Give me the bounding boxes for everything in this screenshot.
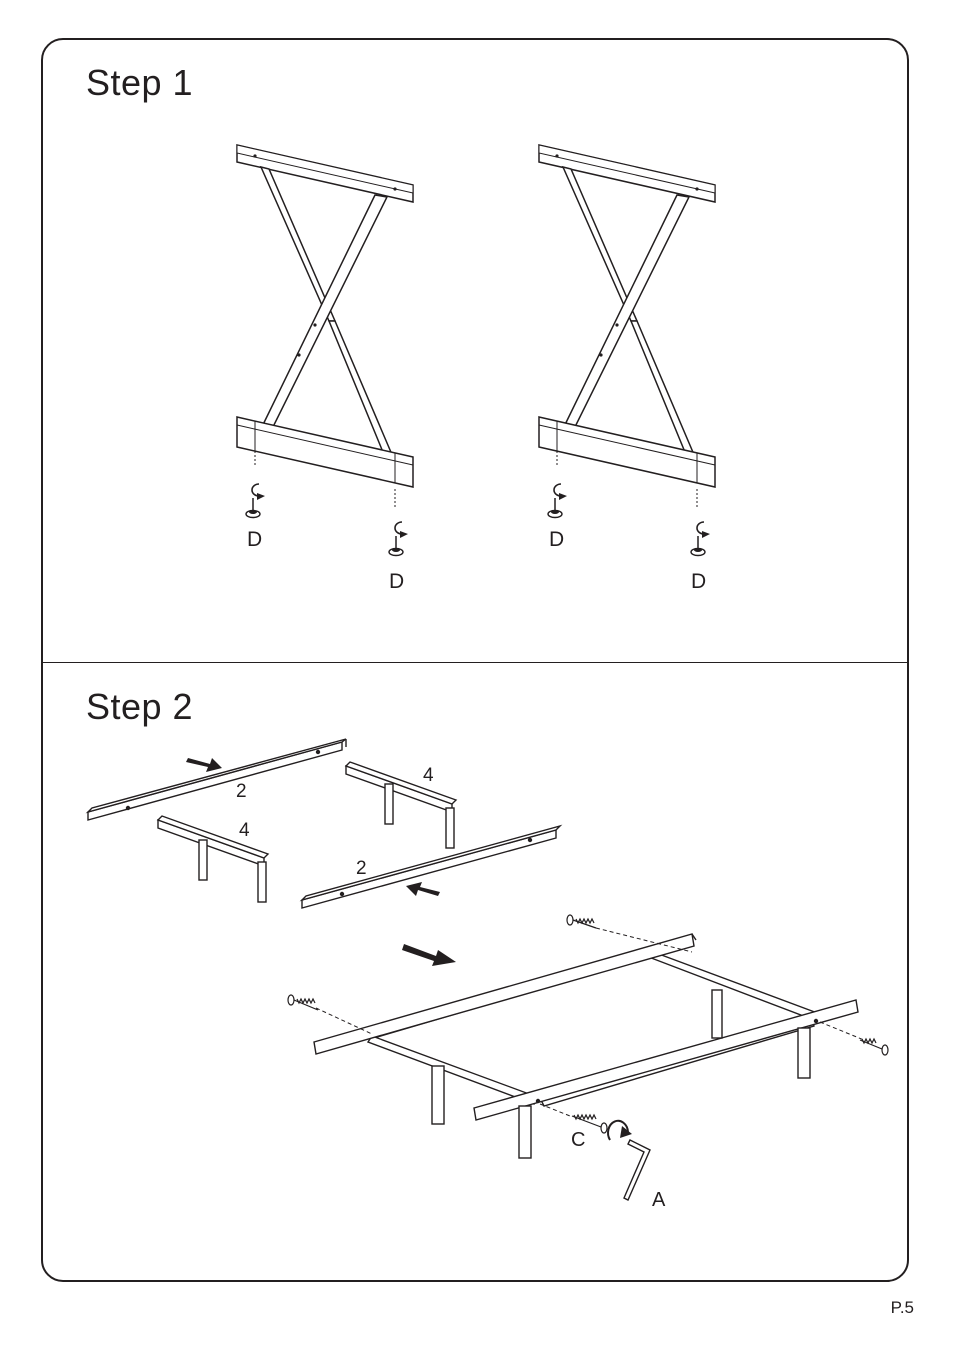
direction-arrow-icon [406,882,440,896]
direction-arrow-icon [186,758,222,772]
side-rail-a [88,739,346,820]
leg-frame-a [346,762,456,848]
part-label-rail: 2 [356,858,367,879]
rotate-arrow-icon [608,1121,632,1140]
part-label-allen-key: A [652,1189,666,1211]
allen-key-icon [624,1140,650,1200]
side-rail-b [302,826,560,908]
assembled-bed-frame [314,934,858,1158]
bolt-icon [860,1039,888,1055]
direction-arrow-icon [402,944,456,966]
part-label-leg-frame: 4 [423,765,434,786]
part-label-leg-frame: 4 [239,820,250,841]
bolt-icon [288,995,318,1010]
leg-frame-b [158,816,268,902]
page-number: P.5 [891,1298,914,1318]
part-label-rail: 2 [236,781,247,802]
bolt-icon [567,915,596,928]
part-label-bolt: C [571,1129,585,1151]
